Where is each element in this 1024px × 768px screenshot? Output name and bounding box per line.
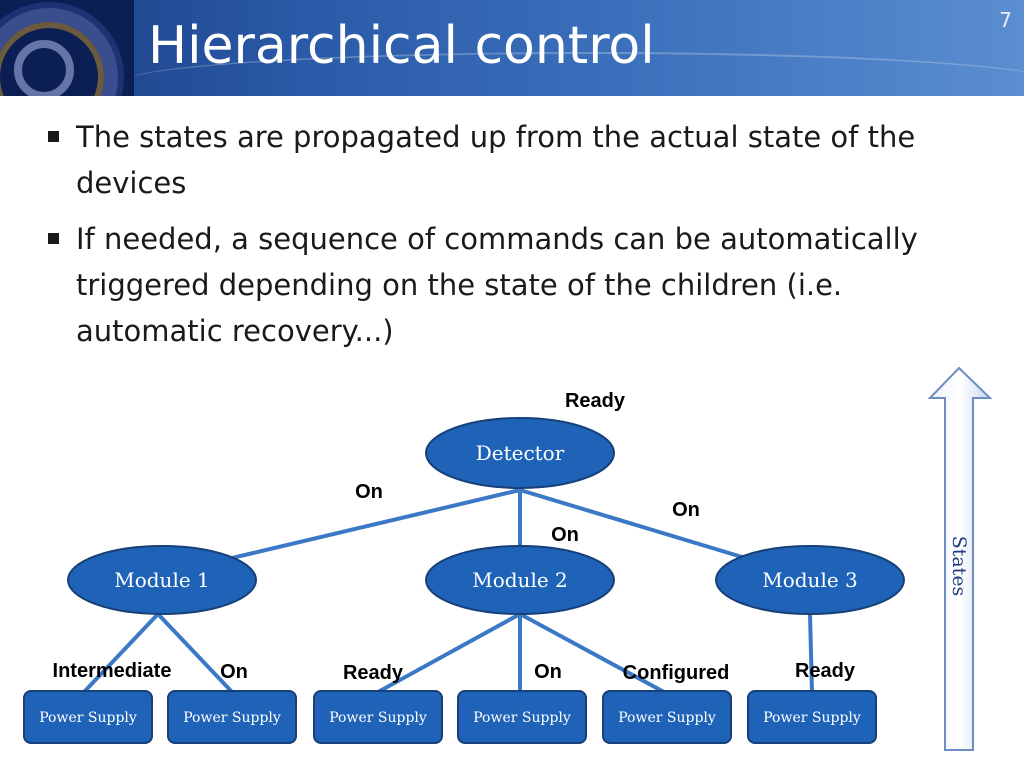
module-node-label: Module 3 — [762, 568, 858, 592]
bullet-item: The states are propagated up from the ac… — [44, 114, 964, 206]
power-supply-box: Power Supply — [602, 690, 732, 744]
device-state-label: Ready — [795, 660, 856, 682]
bullet-text: If needed, a sequence of commands can be… — [76, 222, 918, 348]
bullet-text: The states are propagated up from the ac… — [76, 120, 916, 200]
module-node-label: Module 2 — [472, 568, 568, 592]
slide-number: 7 — [999, 8, 1012, 32]
device-state-label: On — [220, 661, 248, 683]
module-state-label: On — [672, 499, 700, 521]
module-state-label: On — [355, 481, 383, 503]
states-arrow-label: States — [948, 536, 970, 597]
power-supply-box: Power Supply — [167, 690, 297, 744]
power-supply-label: Power Supply — [473, 710, 571, 726]
title-bar: Hierarchical control 7 — [0, 0, 1024, 96]
device-state-label: Configured — [623, 662, 730, 684]
power-supply-box: Power Supply — [457, 690, 587, 744]
power-supply-label: Power Supply — [39, 710, 137, 726]
edge-module3-ps6 — [808, 613, 814, 693]
square-bullet-icon — [48, 233, 59, 244]
module-state-label: On — [551, 524, 579, 546]
bullet-item: If needed, a sequence of commands can be… — [44, 216, 964, 354]
states-up-arrow: States — [927, 366, 993, 751]
accelerator-logo-image — [0, 0, 134, 96]
power-supply-box: Power Supply — [747, 690, 877, 744]
edge-module2-ps5 — [519, 612, 665, 694]
detector-node: Detector — [425, 417, 615, 489]
device-state-label: On — [534, 661, 562, 683]
power-supply-label: Power Supply — [763, 710, 861, 726]
tree-edges — [82, 488, 814, 694]
edge-module2-ps3 — [377, 612, 521, 694]
device-state-label: Intermediate — [53, 660, 172, 682]
square-bullet-icon — [48, 131, 59, 142]
detector-state-label: Ready — [565, 390, 626, 412]
bullet-list: The states are propagated up from the ac… — [44, 114, 964, 364]
power-supply-label: Power Supply — [329, 710, 427, 726]
power-supply-label: Power Supply — [183, 710, 281, 726]
edge-detector-module3 — [519, 488, 753, 562]
device-state-label: Ready — [343, 662, 404, 684]
slide-title: Hierarchical control — [148, 16, 655, 76]
detector-node-label: Detector — [476, 441, 565, 465]
power-supply-box: Power Supply — [23, 690, 153, 744]
accelerator-inner-ring-shape — [14, 40, 74, 96]
edge-module1-ps2 — [156, 612, 234, 694]
edge-module1-ps1 — [82, 612, 160, 694]
header-swoosh-decoration — [120, 52, 1024, 96]
module-node: Module 2 — [425, 545, 615, 615]
power-supply-label: Power Supply — [618, 710, 716, 726]
edge-detector-module1 — [231, 488, 521, 560]
module-node: Module 1 — [67, 545, 257, 615]
module-node: Module 3 — [715, 545, 905, 615]
module-node-label: Module 1 — [114, 568, 210, 592]
power-supply-box: Power Supply — [313, 690, 443, 744]
